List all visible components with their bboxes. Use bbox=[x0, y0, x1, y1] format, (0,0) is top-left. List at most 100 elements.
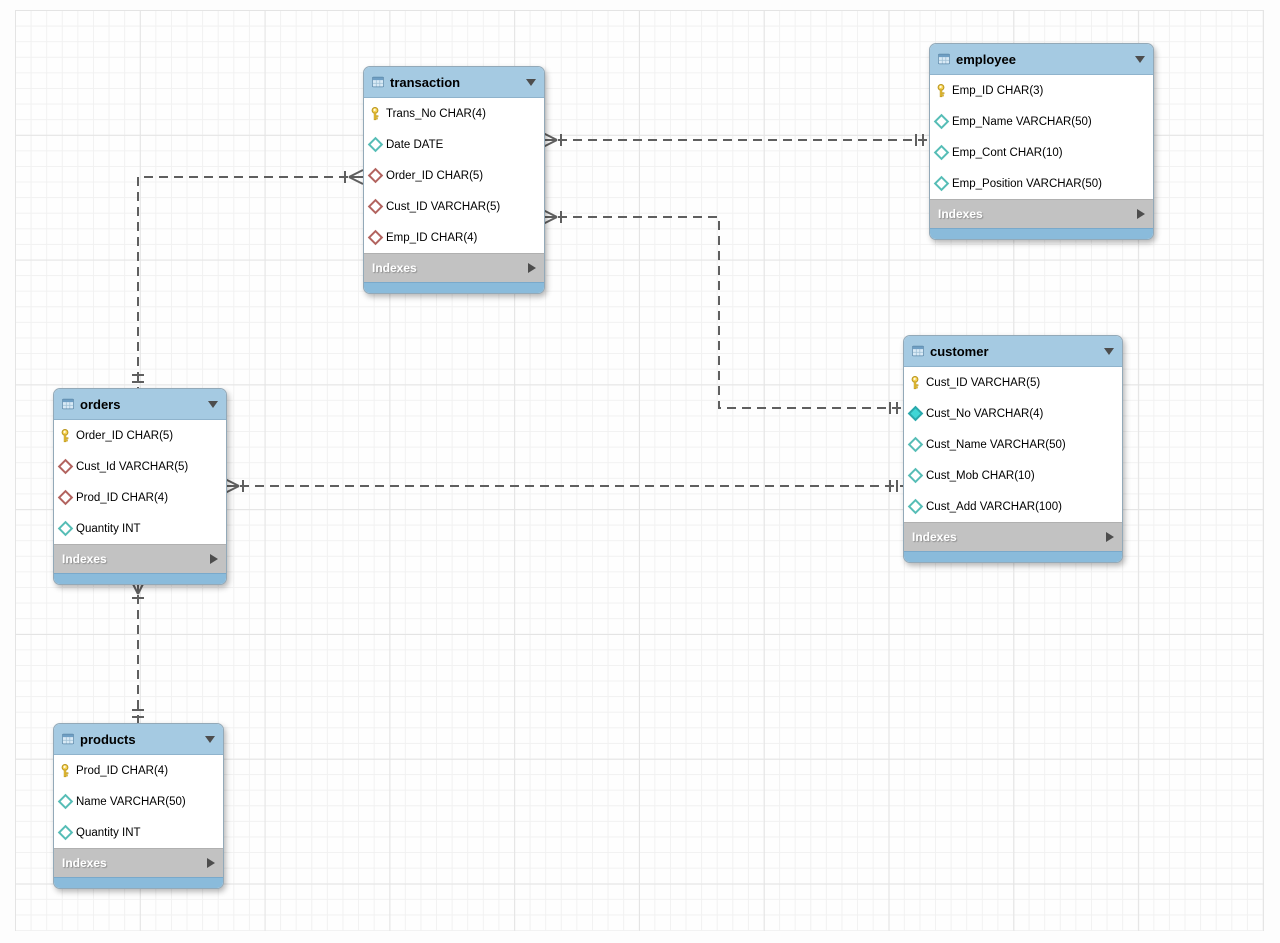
column-label: Cust_No VARCHAR(4) bbox=[926, 407, 1044, 420]
indexes-expand-icon[interactable] bbox=[528, 263, 536, 273]
table-icon bbox=[372, 75, 384, 89]
table-column-row[interactable]: Trans_No CHAR(4) bbox=[364, 98, 544, 129]
column-label: Quantity INT bbox=[76, 522, 141, 535]
column-label: Emp_Name VARCHAR(50) bbox=[952, 115, 1092, 128]
table-title: customer bbox=[930, 343, 989, 359]
table-title: transaction bbox=[390, 74, 461, 90]
collapse-arrow-icon[interactable] bbox=[1104, 347, 1114, 355]
indexes-expand-icon[interactable] bbox=[207, 858, 215, 868]
attribute-diamond-icon bbox=[907, 436, 923, 453]
indexes-row[interactable]: Indexes bbox=[54, 848, 223, 877]
foreign-key-diamond-icon bbox=[367, 198, 383, 215]
column-label: Emp_ID CHAR(4) bbox=[386, 231, 478, 244]
table-footer-strip bbox=[54, 573, 226, 584]
table-footer-strip bbox=[904, 551, 1122, 562]
indexes-row[interactable]: Indexes bbox=[364, 253, 544, 282]
table-column-row[interactable]: Emp_ID CHAR(4) bbox=[364, 222, 544, 253]
table-column-row[interactable]: Cust_Mob CHAR(10) bbox=[904, 460, 1122, 491]
indexes-row[interactable]: Indexes bbox=[904, 522, 1122, 551]
cardinality-marker bbox=[542, 209, 558, 218]
relationship-line[interactable] bbox=[543, 216, 903, 409]
table-column-row[interactable]: Cust_No VARCHAR(4) bbox=[904, 398, 1122, 429]
column-label: Cust_Add VARCHAR(100) bbox=[926, 500, 1062, 513]
primary-key-icon bbox=[935, 83, 947, 98]
indexes-label: Indexes bbox=[372, 261, 417, 275]
table-header[interactable]: employee bbox=[930, 44, 1153, 75]
relationship-transaction-orders[interactable] bbox=[132, 169, 364, 388]
foreign-key-diamond-icon bbox=[367, 229, 383, 246]
relationship-transaction-customer[interactable] bbox=[542, 209, 903, 414]
table-header[interactable]: orders bbox=[54, 389, 226, 420]
cardinality-marker bbox=[542, 139, 558, 148]
table-icon bbox=[62, 397, 74, 411]
attribute-diamond-icon bbox=[57, 520, 73, 537]
column-label: Quantity INT bbox=[76, 826, 141, 839]
relationship-orders-customer[interactable] bbox=[224, 478, 903, 494]
attribute-diamond-icon bbox=[57, 824, 73, 841]
indexes-row[interactable]: Indexes bbox=[54, 544, 226, 573]
foreign-key-diamond-icon bbox=[57, 489, 73, 506]
primary-key-icon bbox=[59, 763, 71, 778]
table-header[interactable]: products bbox=[54, 724, 223, 755]
table-column-row[interactable]: Quantity INT bbox=[54, 513, 226, 544]
attribute-diamond-icon bbox=[933, 144, 949, 161]
collapse-arrow-icon[interactable] bbox=[208, 400, 218, 408]
column-label: Name VARCHAR(50) bbox=[76, 795, 186, 808]
attribute-diamond-icon bbox=[367, 136, 383, 153]
table-column-row[interactable]: Name VARCHAR(50) bbox=[54, 786, 223, 817]
relationship-transaction-employee[interactable] bbox=[542, 132, 929, 148]
table-header[interactable]: customer bbox=[904, 336, 1122, 367]
table-header[interactable]: transaction bbox=[364, 67, 544, 98]
indexes-label: Indexes bbox=[938, 207, 983, 221]
table-icon bbox=[912, 344, 924, 358]
cardinality-marker bbox=[542, 132, 558, 141]
collapse-arrow-icon[interactable] bbox=[205, 735, 215, 743]
indexes-label: Indexes bbox=[62, 856, 107, 870]
attribute-diamond-filled-icon bbox=[907, 405, 923, 422]
column-label: Cust_Mob CHAR(10) bbox=[926, 469, 1035, 482]
table-column-row[interactable]: Cust_ID VARCHAR(5) bbox=[364, 191, 544, 222]
table-column-row[interactable]: Order_ID CHAR(5) bbox=[364, 160, 544, 191]
indexes-row[interactable]: Indexes bbox=[930, 199, 1153, 228]
indexes-expand-icon[interactable] bbox=[210, 554, 218, 564]
column-label: Date DATE bbox=[386, 138, 444, 151]
column-label: Cust_Id VARCHAR(5) bbox=[76, 460, 189, 473]
table-title: products bbox=[80, 731, 136, 747]
collapse-arrow-icon[interactable] bbox=[1135, 55, 1145, 63]
table-column-row[interactable]: Emp_Cont CHAR(10) bbox=[930, 137, 1153, 168]
table-column-row[interactable]: Cust_Name VARCHAR(50) bbox=[904, 429, 1122, 460]
collapse-arrow-icon[interactable] bbox=[526, 78, 536, 86]
indexes-expand-icon[interactable] bbox=[1106, 532, 1114, 542]
column-label: Cust_ID VARCHAR(5) bbox=[926, 376, 1041, 389]
indexes-expand-icon[interactable] bbox=[1137, 209, 1145, 219]
attribute-diamond-icon bbox=[933, 175, 949, 192]
table-column-row[interactable]: Prod_ID CHAR(4) bbox=[54, 482, 226, 513]
column-label: Prod_ID CHAR(4) bbox=[76, 491, 169, 504]
relationship-line[interactable] bbox=[137, 176, 363, 388]
table-column-row[interactable]: Prod_ID CHAR(4) bbox=[54, 755, 223, 786]
cardinality-marker bbox=[224, 478, 240, 487]
indexes-label: Indexes bbox=[62, 552, 107, 566]
relationship-orders-products[interactable] bbox=[130, 579, 146, 723]
table-title: employee bbox=[956, 51, 1016, 67]
table-column-row[interactable]: Date DATE bbox=[364, 129, 544, 160]
table-column-row[interactable]: Cust_Id VARCHAR(5) bbox=[54, 451, 226, 482]
table-column-row[interactable]: Emp_ID CHAR(3) bbox=[930, 75, 1153, 106]
column-label: Emp_Position VARCHAR(50) bbox=[952, 177, 1102, 190]
attribute-diamond-icon bbox=[907, 467, 923, 484]
table-column-row[interactable]: Emp_Position VARCHAR(50) bbox=[930, 168, 1153, 199]
table-column-row[interactable]: Cust_ID VARCHAR(5) bbox=[904, 367, 1122, 398]
foreign-key-diamond-icon bbox=[367, 167, 383, 184]
table-column-row[interactable]: Emp_Name VARCHAR(50) bbox=[930, 106, 1153, 137]
table-column-row[interactable]: Order_ID CHAR(5) bbox=[54, 420, 226, 451]
table-column-row[interactable]: Cust_Add VARCHAR(100) bbox=[904, 491, 1122, 522]
table-footer-strip bbox=[364, 282, 544, 293]
table-column-row[interactable]: Quantity INT bbox=[54, 817, 223, 848]
